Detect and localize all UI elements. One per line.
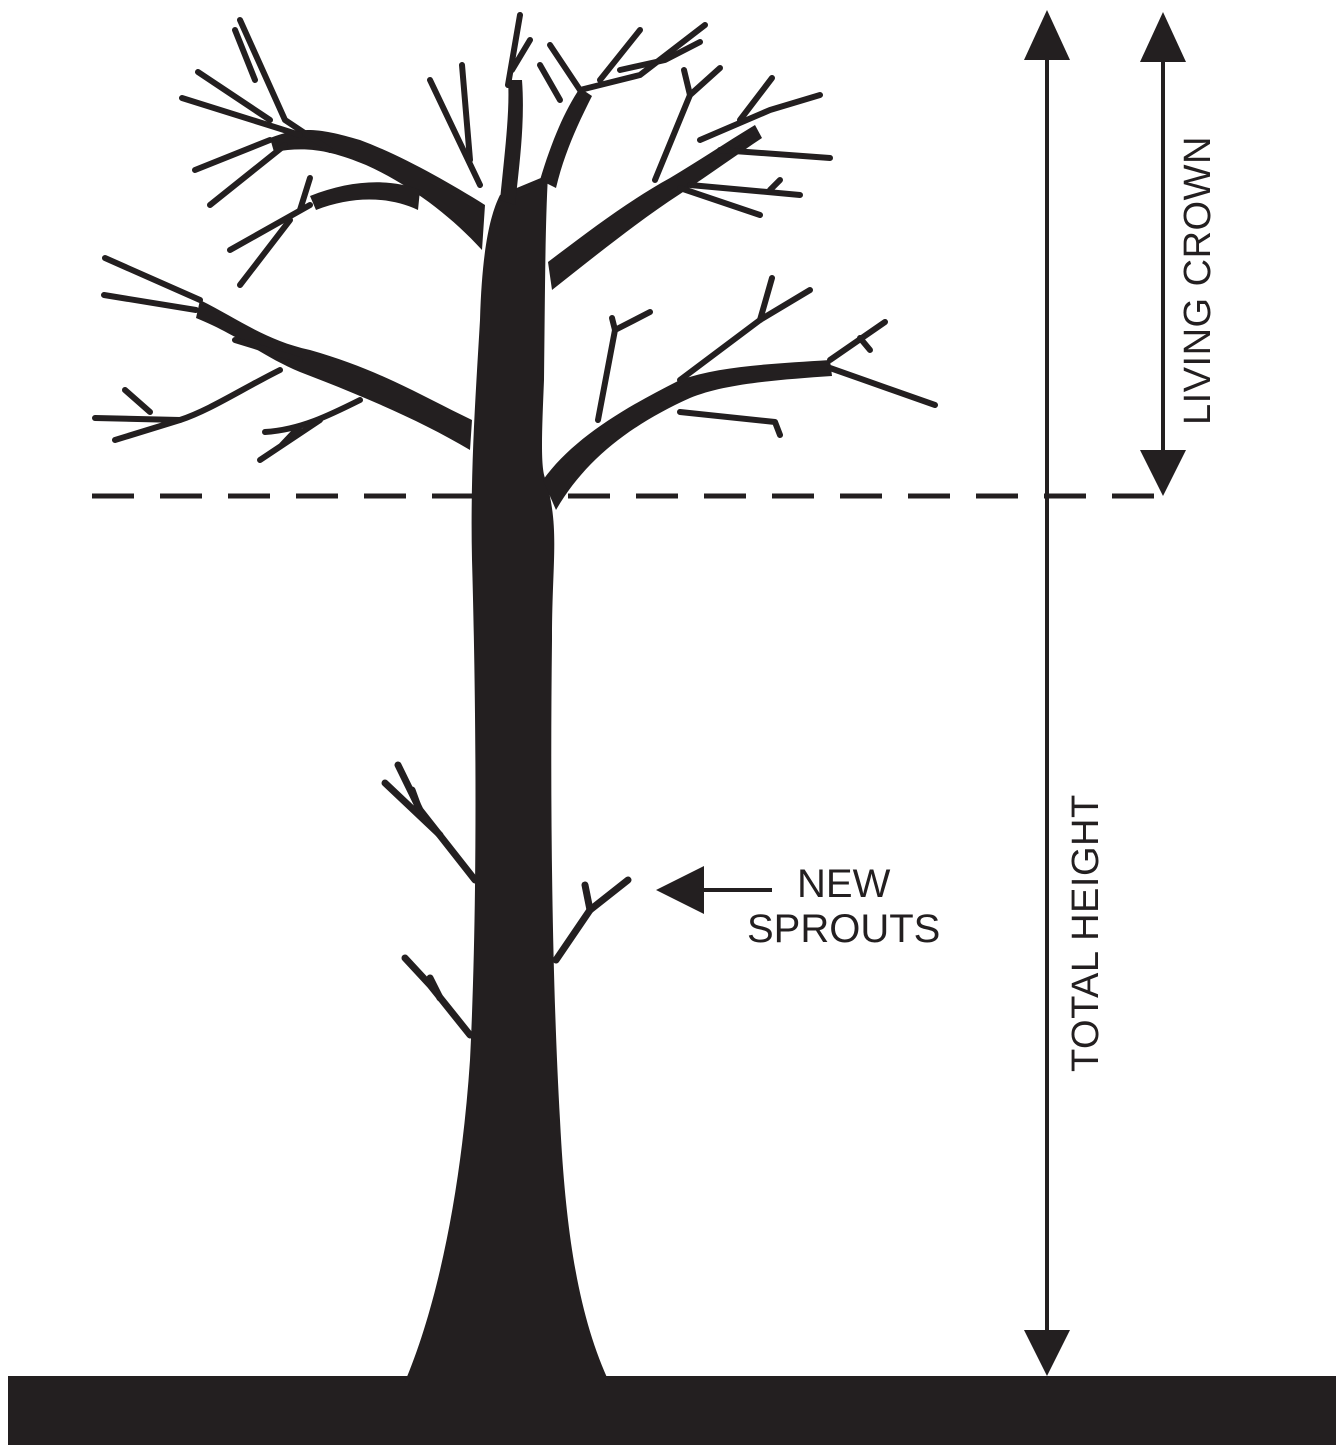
- limb-top-center: [500, 80, 523, 205]
- new-sprouts-branches: [381, 761, 632, 1039]
- arrow-left-icon: [656, 866, 704, 914]
- limb-upper-left: [270, 129, 485, 250]
- tree-trunk: [404, 175, 610, 1384]
- new-sprouts-label-line2: SPROUTS: [747, 907, 940, 951]
- limb-lower-left: [196, 300, 472, 450]
- arrowhead-up-icon: [1024, 10, 1070, 60]
- total-height-dimension: [1024, 10, 1070, 1376]
- ground: [8, 1376, 1336, 1445]
- tree-silhouette: [92, 12, 938, 1384]
- limb-top-right: [540, 88, 592, 188]
- limb-upper-right: [548, 125, 762, 290]
- limb-lower-right: [543, 360, 832, 510]
- arrowhead-down-icon: [1140, 450, 1186, 496]
- total-height-label: TOTAL HEIGHT: [1065, 794, 1107, 1072]
- limb-left-fork: [310, 182, 420, 210]
- new-sprouts-pointer: [656, 866, 772, 914]
- arrowhead-up-icon: [1140, 12, 1186, 62]
- living-crown-dimension: [1140, 12, 1186, 496]
- arrowhead-down-icon: [1024, 1330, 1070, 1376]
- living-crown-label: LIVING CROWN: [1177, 136, 1219, 425]
- new-sprouts-label-line1: NEW: [797, 862, 891, 906]
